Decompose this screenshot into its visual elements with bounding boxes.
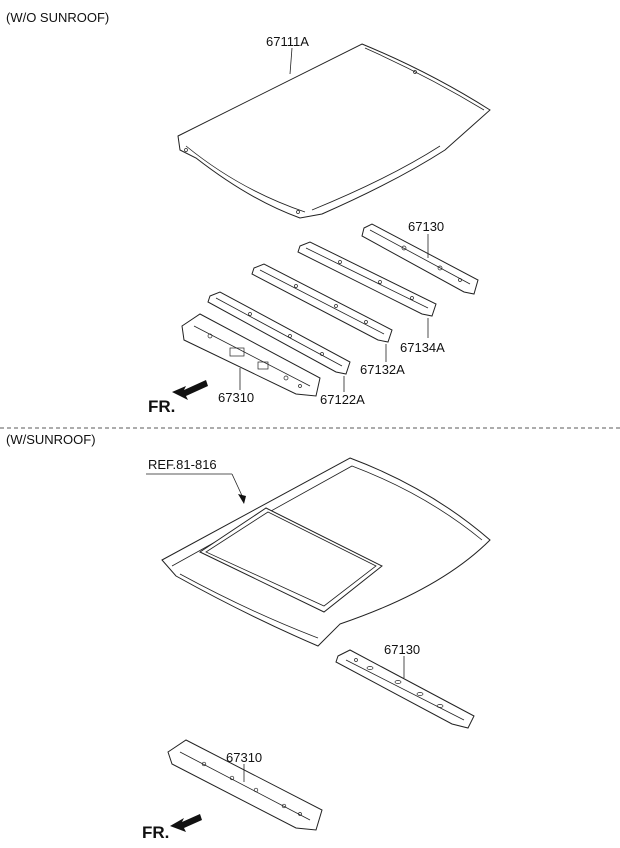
- part-label-67130-wo: 67130: [408, 219, 444, 234]
- part-label-ref-81-816: REF.81-816: [148, 457, 217, 472]
- part-label-67310-w: 67310: [226, 750, 262, 765]
- roof-panel-wo-sunroof: [177, 43, 491, 219]
- rear-roof-rail-w-sunroof: [335, 649, 475, 729]
- part-label-67132a: 67132A: [360, 362, 405, 377]
- roof-bow-rear-wo-sunroof: [297, 241, 437, 317]
- front-header-rail-wo-sunroof: [181, 313, 321, 397]
- front-direction-label-w: FR.: [142, 823, 169, 842]
- front-direction-label-wo: FR.: [148, 397, 175, 416]
- section-header-wo-sunroof: (W/O SUNROOF): [6, 10, 109, 25]
- front-direction-arrow-wo: [172, 380, 208, 400]
- part-label-67134a: 67134A: [400, 340, 445, 355]
- part-label-67122a: 67122A: [320, 392, 365, 407]
- roof-bow-center-wo-sunroof: [251, 263, 393, 343]
- roof-bow-front-wo-sunroof: [207, 291, 351, 375]
- rear-roof-rail-wo-sunroof: [361, 223, 479, 295]
- front-direction-arrow-w: [170, 814, 202, 832]
- front-header-rail-w-sunroof: [167, 739, 323, 831]
- part-label-67130-w: 67130: [384, 642, 420, 657]
- part-label-67111a: 67111A: [266, 34, 309, 49]
- roof-panel-w-sunroof: [161, 457, 491, 647]
- section-header-w-sunroof: (W/SUNROOF): [6, 432, 96, 447]
- part-label-67310-wo: 67310: [218, 390, 254, 405]
